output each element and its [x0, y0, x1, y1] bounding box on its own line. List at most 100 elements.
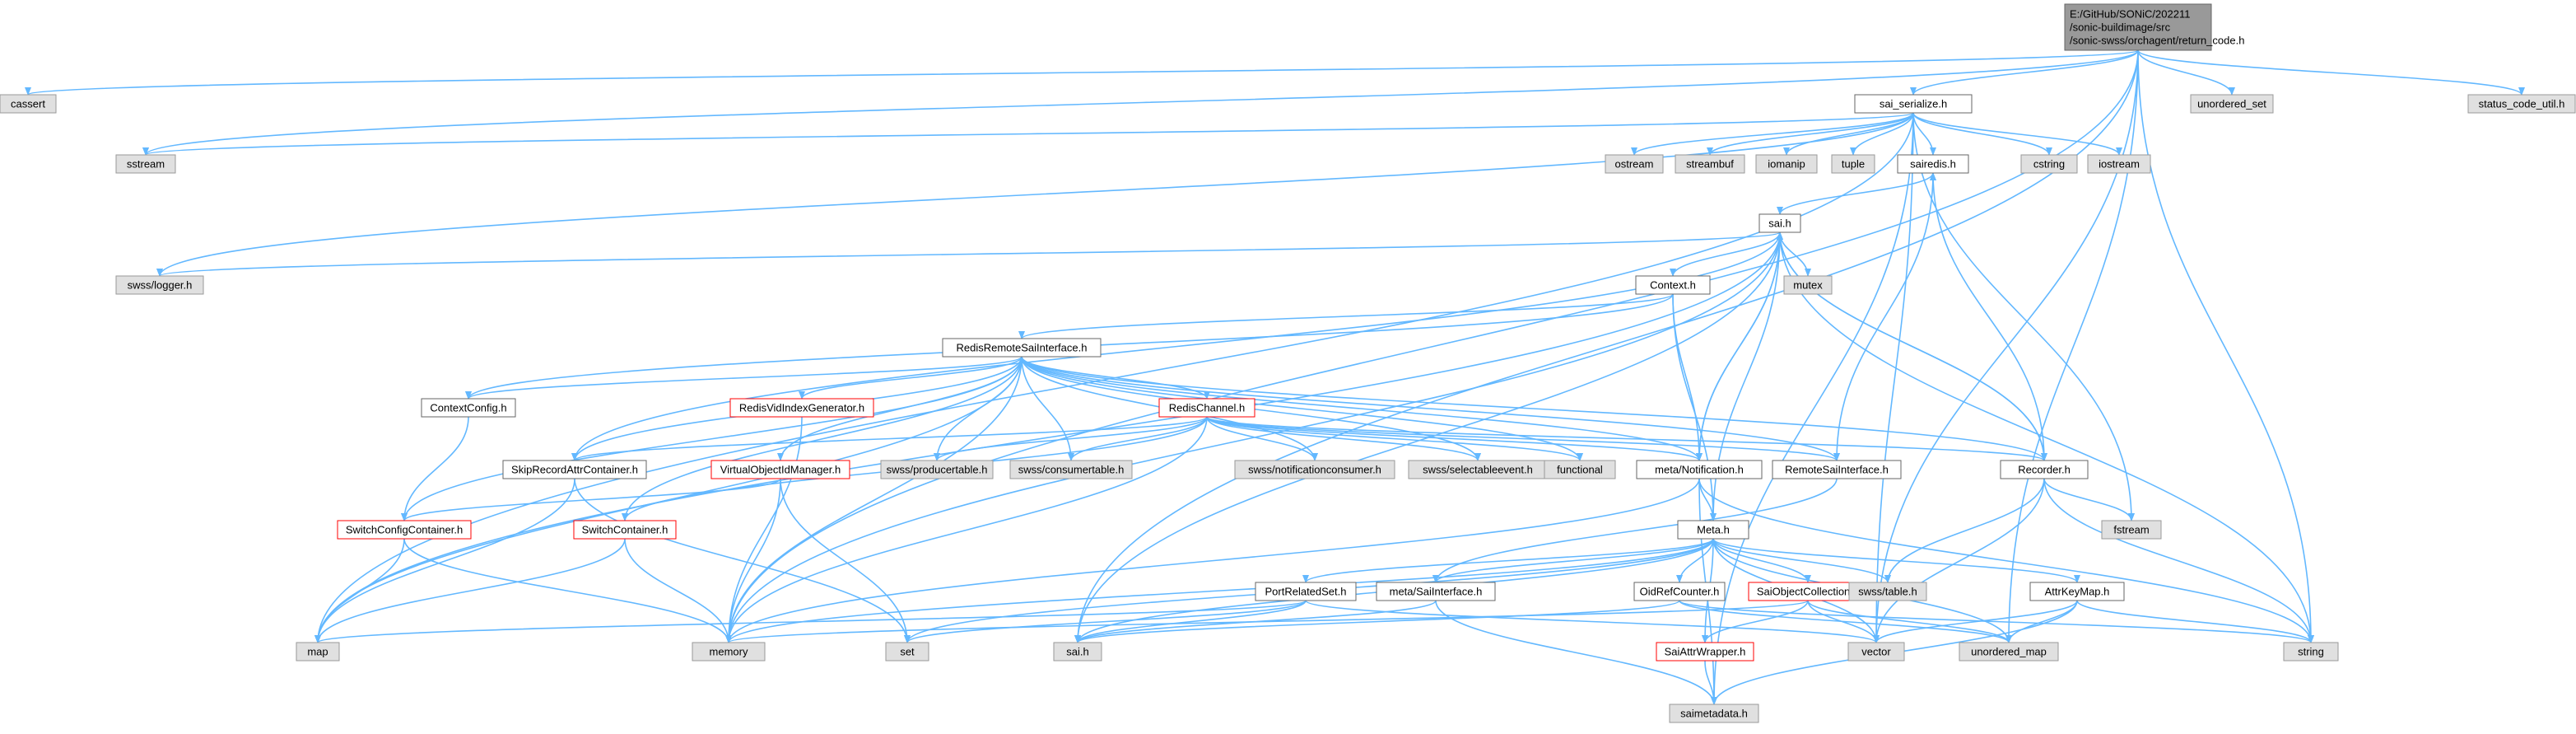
node-map: map	[296, 642, 340, 662]
edge-root-to-string	[2137, 49, 2314, 643]
node-saiobjcoll[interactable]: SaiObjectCollection.h	[1748, 582, 1868, 601]
node-box-vector	[1847, 642, 1905, 662]
node-saiattrwrap[interactable]: SaiAttrWrapper.h	[1656, 642, 1754, 662]
node-box-swsstable	[1848, 582, 1927, 601]
node-label-iostream: iostream	[2099, 158, 2140, 171]
node-box-contextconfig	[421, 398, 516, 418]
node-rrsi[interactable]: RedisRemoteSaiInterface.h	[942, 338, 1102, 358]
node-label-root: E:/GitHub/SONiC/202211	[2070, 8, 2190, 21]
edge-rrsi-to-remotesai	[1021, 356, 1840, 461]
edge-sai-to-logger	[156, 231, 1781, 277]
node-vobjid[interactable]: VirtualObjectIdManager.h	[710, 460, 850, 479]
node-attrkey[interactable]: AttrKeyMap.h	[2029, 582, 2125, 601]
node-porttype[interactable]: PortRelatedSet.h	[1255, 582, 1357, 601]
edge-recorder-to-sai	[1777, 231, 2045, 461]
edge-saiattrwrap-to-saimetadata	[1704, 660, 1717, 705]
edge-redischannel-to-producertable	[934, 416, 1208, 461]
edge-sai_serialize-to-saimetadata	[1711, 112, 1914, 705]
node-oidref[interactable]: OidRefCounter.h	[1633, 582, 1726, 601]
edge-rrsi-to-contextconfig	[465, 356, 1022, 400]
edge-sai_serialize-to-iostream	[1912, 112, 2122, 156]
node-box-iostream	[2087, 154, 2151, 174]
edge-skiprecord-to-sai	[574, 231, 1783, 461]
node-remotesai[interactable]: RemoteSaiInterface.h	[1772, 460, 1902, 479]
node-label-memory: memory	[710, 646, 748, 658]
node-label-streambuf: streambuf	[1686, 158, 1734, 171]
node-switchcontainer[interactable]: SwitchContainer.h	[573, 520, 677, 540]
node-label-string: string	[2298, 646, 2324, 658]
node-logger: swss/logger.h	[115, 275, 204, 295]
node-box-skiprecord	[502, 460, 647, 479]
edge-rrsi-to-consumertable	[1021, 356, 1074, 461]
node-label-sairedis: sairedis.h	[1910, 158, 1956, 171]
node-label-consumertable: swss/consumertable.h	[1018, 464, 1125, 476]
node-iomanip: iomanip	[1755, 154, 1818, 174]
node-metasai[interactable]: meta/SaiInterface.h	[1376, 582, 1496, 601]
node-box-sai_serialize	[1854, 94, 1973, 114]
edge-porttype-to-vector	[1305, 600, 1880, 643]
node-sai[interactable]: sai.h	[1758, 213, 1801, 233]
node-functional: functional	[1544, 460, 1616, 479]
edge-sai-to-context	[1670, 231, 1781, 277]
node-box-set	[885, 642, 929, 662]
nodes-layer: E:/GitHub/SONiC/202211/sonic-buildimage/…	[0, 3, 2576, 723]
edge-meta-to-swsstable	[1712, 538, 1891, 583]
node-recorder[interactable]: Recorder.h	[2000, 460, 2089, 479]
node-label-root: /sonic-buildimage/src	[2070, 21, 2171, 34]
edge-meta-to-memory	[725, 538, 1714, 643]
edge-meta-to-saiobjcoll	[1712, 538, 1811, 583]
edge-attrkey-to-unordered_map	[2005, 600, 2078, 643]
node-label-set: set	[900, 646, 915, 658]
node-label-functional: functional	[1557, 464, 1603, 476]
edge-oidref-to-unordered_map	[1679, 600, 2012, 643]
node-skiprecord[interactable]: SkipRecordAttrContainer.h	[502, 460, 647, 479]
edge-rrsi-to-recorder	[1021, 356, 2047, 461]
edge-switchcontainer-to-memory	[624, 538, 732, 643]
node-label-sstream: sstream	[127, 158, 165, 171]
node-meta[interactable]: Meta.h	[1677, 520, 1749, 540]
node-label-saiobjcoll: SaiObjectCollection.h	[1757, 586, 1859, 598]
node-notification[interactable]: meta/Notification.h	[1636, 460, 1763, 479]
node-switchconfig[interactable]: SwitchConfigContainer.h	[337, 520, 472, 540]
node-box-logger	[115, 275, 204, 295]
node-label-switchconfig: SwitchConfigContainer.h	[346, 524, 463, 536]
node-box-streambuf	[1675, 154, 1745, 174]
edge-redischannel-to-skiprecord	[571, 416, 1208, 461]
node-contextconfig[interactable]: ContextConfig.h	[421, 398, 516, 418]
edge-sai_serialize-to-ostream	[1631, 112, 1914, 156]
node-label-oidref: OidRefCounter.h	[1640, 586, 1720, 598]
node-sairedis[interactable]: sairedis.h	[1897, 154, 1969, 174]
edge-switchcontainer-to-map	[314, 538, 626, 643]
node-label-fstream: fstream	[2113, 524, 2149, 536]
node-box-producertable	[880, 460, 994, 479]
node-cstring: cstring	[2020, 154, 2078, 174]
node-status_code_util: status_code_util.h	[2467, 94, 2576, 114]
edge-redischannel-to-consumertable	[1068, 416, 1208, 461]
node-box-redisvid	[729, 398, 874, 418]
edge-redischannel-to-memory	[725, 416, 1208, 643]
node-box-map	[296, 642, 340, 662]
node-redisvid[interactable]: RedisVidIndexGenerator.h	[729, 398, 874, 418]
edge-vobjid-to-set	[780, 478, 911, 643]
edge-saiobjcoll-to-saiattrwrap	[1702, 600, 1809, 643]
edge-meta-to-oidref	[1676, 538, 1714, 583]
node-context[interactable]: Context.h	[1635, 275, 1711, 295]
node-mutex: mutex	[1783, 275, 1833, 295]
edge-recorder-to-fstream	[2043, 478, 2135, 521]
node-saimetadata: saimetadata.h	[1669, 704, 1759, 723]
node-box-memory	[692, 642, 766, 662]
node-sai_serialize[interactable]: sai_serialize.h	[1854, 94, 1973, 114]
node-redischannel[interactable]: RedisChannel.h	[1158, 398, 1255, 418]
node-box-cassert	[0, 94, 57, 114]
edge-rrsi-to-redisvid	[799, 356, 1022, 400]
node-label-unordered_set: unordered_set	[2197, 98, 2266, 110]
edge-sai_serialize-to-sstream	[142, 112, 1914, 156]
node-label-tuple: tuple	[1842, 158, 1865, 171]
node-set: set	[885, 642, 929, 662]
node-box-metasai	[1376, 582, 1496, 601]
node-root[interactable]: E:/GitHub/SONiC/202211/sonic-buildimage/…	[2064, 3, 2244, 51]
edge-switchconfig-to-memory	[403, 538, 732, 643]
edge-meta-to-metasai	[1432, 538, 1714, 583]
edge-root-to-sai_serialize	[1910, 49, 2139, 96]
